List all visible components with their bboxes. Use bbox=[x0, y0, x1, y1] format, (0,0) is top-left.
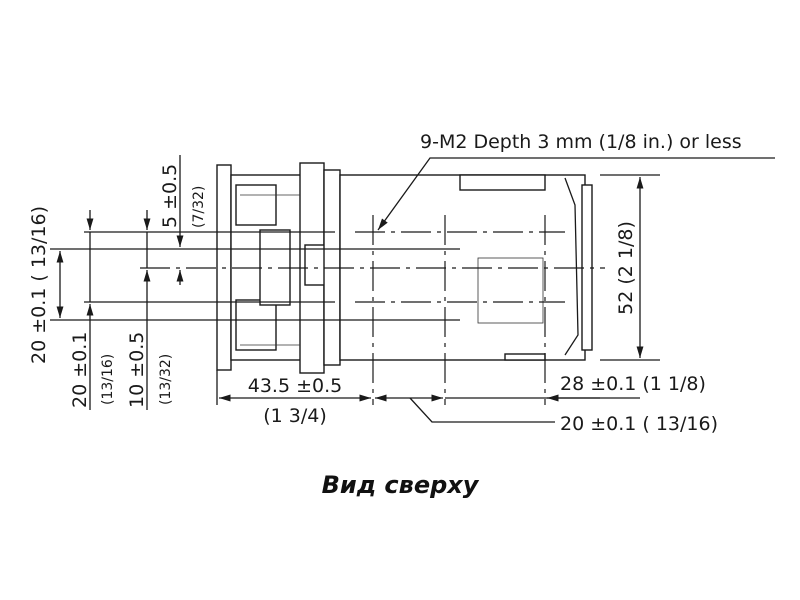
rear-offset-label: 28 ±0.1 (1 1/8) bbox=[560, 373, 706, 395]
view-caption: Вид сверху bbox=[322, 471, 480, 499]
hole-spacing-x-label: 20 ±0.1 ( 13/16) bbox=[560, 413, 718, 435]
left-spacing-label: 20 ±0.1 ( 13/16) bbox=[28, 206, 50, 364]
small-offset-inch-label: (7/32) bbox=[191, 186, 207, 228]
callout-leader bbox=[377, 157, 775, 231]
hole-spacing-y-inch-label: (13/16) bbox=[100, 354, 116, 405]
center-offset-inch-label: (13/32) bbox=[158, 354, 174, 405]
callout-label: 9-M2 Depth 3 mm (1/8 in.) or less bbox=[420, 131, 742, 153]
hole-spacing-y-label: 20 ±0.1 bbox=[69, 332, 91, 408]
length-front-inch-label: (1 3/4) bbox=[263, 405, 327, 427]
height-dimension-label: 52 (2 1/8) bbox=[615, 221, 637, 315]
length-front-label: 43.5 ±0.5 bbox=[248, 375, 342, 397]
hole-spacing-x-leader bbox=[409, 397, 555, 423]
small-offset-label: 5 ±0.5 bbox=[159, 164, 181, 228]
center-offset-label: 10 ±0.5 bbox=[126, 332, 148, 408]
reference-lines bbox=[50, 174, 660, 405]
